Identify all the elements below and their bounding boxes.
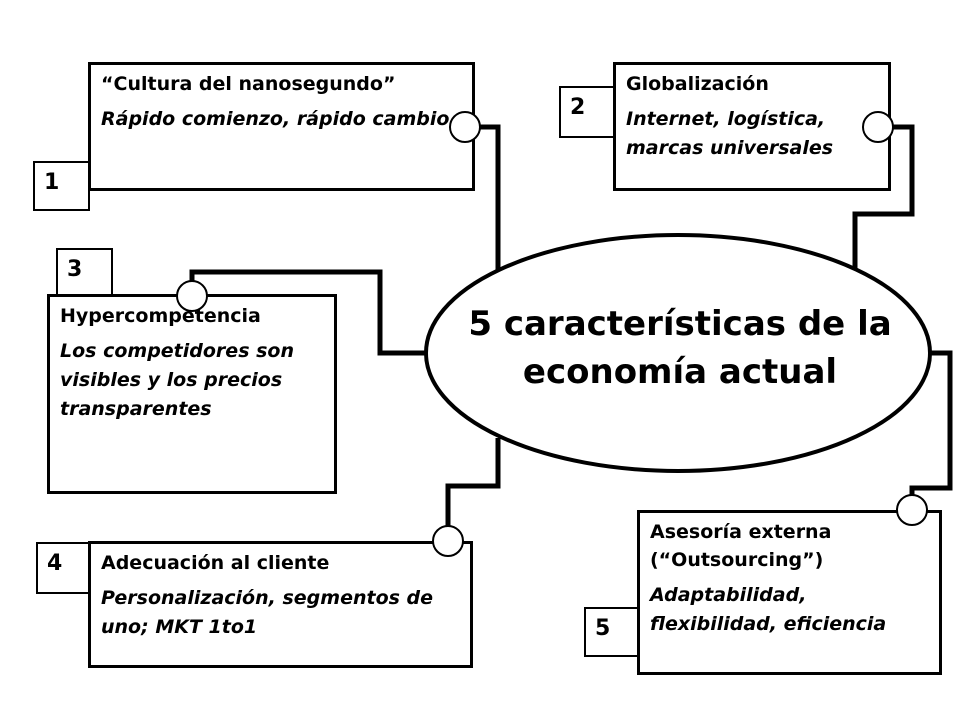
number-badge-2: 2 (559, 86, 615, 138)
connector-2 (852, 124, 915, 272)
central-topic-line-1: 5 características de la (468, 304, 892, 344)
card-1-title: Cultura del nanosegundo (101, 71, 462, 97)
card-3: Hypercompetencia Los competidores son vi… (47, 294, 337, 494)
connector-circle-4 (432, 525, 464, 557)
card-2-description: Internet, logística, marcas universales (626, 108, 834, 159)
connector-circle-5 (896, 494, 928, 526)
card-4-title: Adecuación al cliente (101, 552, 330, 574)
card-1: Cultura del nanosegundo Rápido comienzo,… (88, 62, 475, 191)
card-2-title: Globalización (626, 73, 769, 95)
number-badge-5: 5 (584, 607, 639, 657)
card-3-description: Los competidores son visibles y los prec… (60, 340, 295, 420)
central-topic-line-2: economía actual (522, 352, 838, 392)
connector-circle-2 (862, 111, 894, 143)
connector-4 (445, 438, 501, 541)
number-badge-4: 4 (36, 542, 90, 594)
card-5-title: Asesoría externa (650, 521, 832, 543)
card-3-title: Hypercompetencia (60, 305, 261, 327)
number-badge-3: 3 (56, 248, 113, 296)
card-4: Adecuación al cliente Personalización, s… (88, 541, 473, 668)
central-topic: 5 características de la economía actual (430, 300, 930, 396)
card-1-description: Rápido comienzo, rápido cambio (101, 108, 450, 130)
card-5: Asesoría externa Outsourcing Adaptabilid… (637, 510, 942, 675)
card-5-subtitle: Outsourcing (650, 547, 929, 573)
card-2: Globalización Internet, logística, marca… (613, 62, 891, 191)
connector-circle-3 (176, 280, 208, 312)
central-ellipse (424, 233, 932, 473)
card-4-description: Personalización, segmentos de uno; MKT 1… (101, 587, 434, 638)
number-badge-1: 1 (33, 161, 90, 211)
connector-circle-1 (449, 111, 481, 143)
card-5-description: Adaptabilidad, flexibilidad, eficiencia (650, 584, 887, 635)
